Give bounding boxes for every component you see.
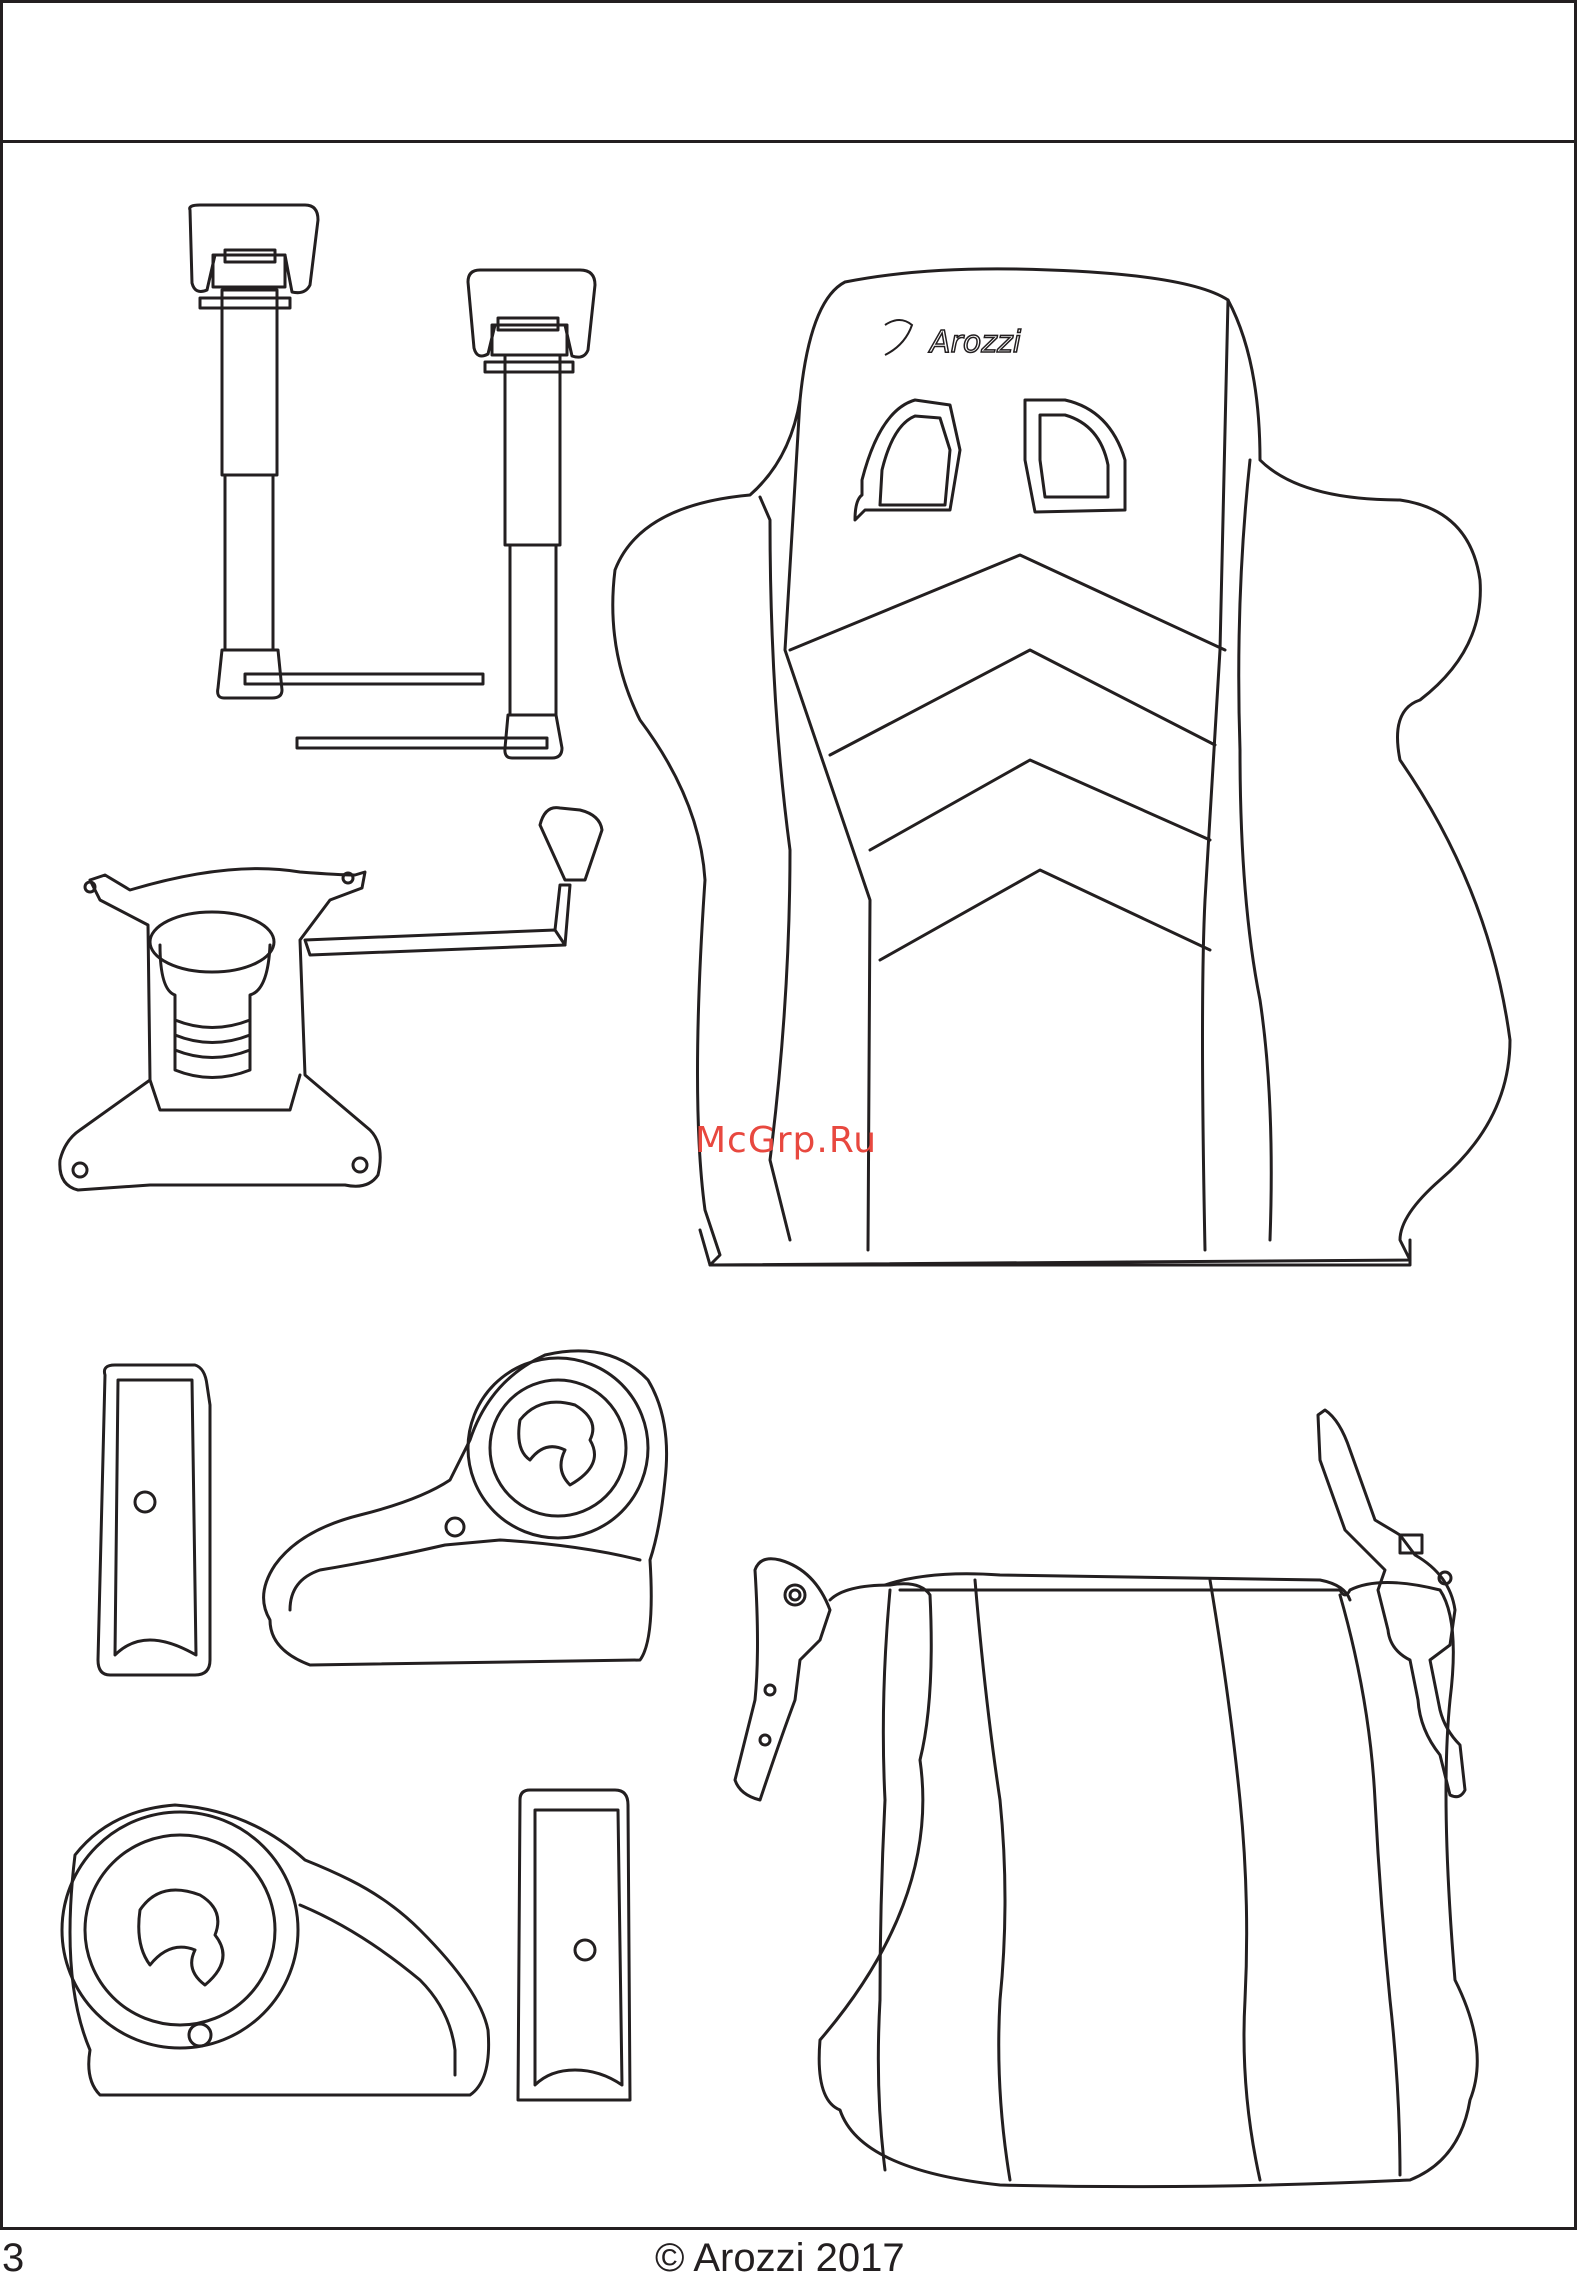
backrest: [613, 269, 1510, 1265]
recline-cover-1: [264, 1351, 667, 1665]
seat-left-bracket: [735, 1559, 830, 1800]
armrest-pad-2: [518, 1790, 630, 2100]
copyright-notice: © Arozzi 2017: [655, 2236, 905, 2281]
tilt-mechanism: [60, 808, 602, 1190]
page-number: 3: [2, 2236, 24, 2281]
backrest-logo-mark: [885, 320, 912, 355]
seat-right-bracket: [1318, 1410, 1465, 1797]
backrest-logo-text: Arozzi: [928, 325, 1022, 360]
armrest-pad-1: [98, 1365, 210, 1675]
watermark: McGrp.Ru: [695, 1120, 877, 1161]
armrest-left: [190, 205, 483, 698]
recline-cover-2: [62, 1805, 489, 2095]
seat-cushion: [819, 1574, 1477, 2187]
